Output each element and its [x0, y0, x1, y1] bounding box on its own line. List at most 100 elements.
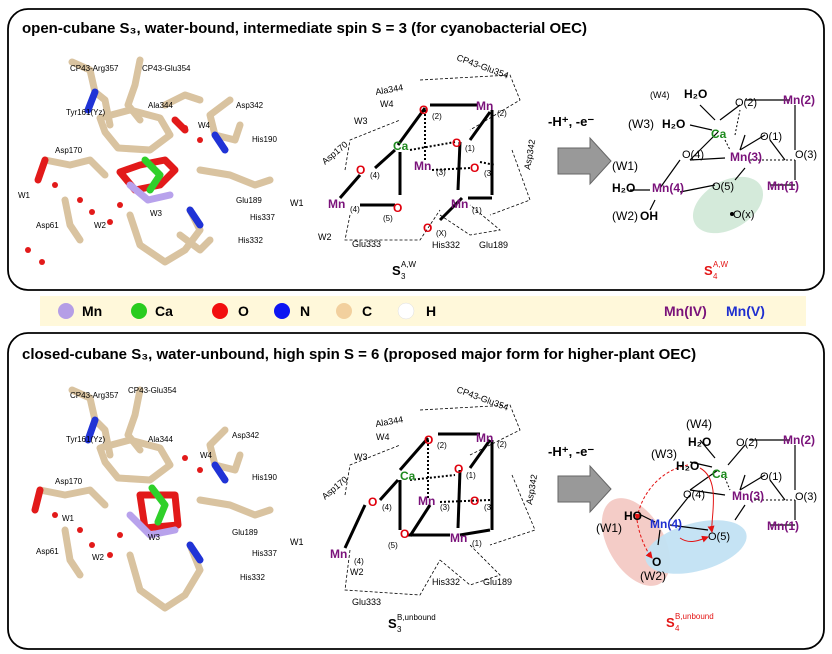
svg-text:O(3): O(3) — [795, 149, 817, 161]
svg-text:O(4): O(4) — [683, 489, 705, 501]
svg-text:Mn(2): Mn(2) — [783, 93, 815, 107]
svg-text:Glu189: Glu189 — [483, 577, 512, 587]
svg-text:His190: His190 — [252, 473, 277, 482]
svg-text:O: O — [423, 221, 432, 235]
svg-text:Glu189: Glu189 — [232, 528, 258, 537]
svg-text:Ca: Ca — [712, 467, 728, 481]
legend-label-h: H — [426, 303, 436, 319]
svg-text:Mn(2): Mn(2) — [783, 433, 815, 447]
legend-label-c: C — [362, 303, 372, 319]
svg-text:-H⁺, -e⁻: -H⁺, -e⁻ — [548, 444, 594, 459]
legend-mn-iv: Mn(IV) — [664, 303, 707, 319]
svg-text:O: O — [356, 163, 365, 177]
svg-text:HO: HO — [624, 509, 642, 523]
legend-label-ca: Ca — [155, 303, 173, 319]
svg-text:O(3): O(3) — [795, 491, 817, 503]
top-structure-labels: CP43-Arg357 CP43-Glu354 Tyr161(Yz) Ala34… — [18, 64, 277, 245]
svg-text:(2): (2) — [437, 441, 447, 450]
bottom-product-schematic: (W4) H₂O (W3) H₂O HO (W1) Mn(4) O (W2) C… — [596, 417, 817, 633]
svg-text:-H⁺, -e⁻: -H⁺, -e⁻ — [548, 114, 594, 129]
svg-text:Ca: Ca — [711, 127, 727, 141]
bottom-structure-labels: CP43-Arg357 CP43-Glu354 Tyr161(Yz) Ala34… — [36, 386, 277, 582]
svg-text:(4): (4) — [350, 205, 360, 214]
svg-text:H₂O: H₂O — [612, 181, 635, 195]
svg-text:O(5): O(5) — [712, 181, 734, 193]
legend-swatch-c — [336, 303, 352, 319]
legend-swatch-n — [274, 303, 290, 319]
legend-mn-v: Mn(V) — [726, 303, 765, 319]
svg-text:O: O — [470, 161, 479, 175]
svg-text:His332: His332 — [432, 240, 460, 250]
svg-text:Mn(1): Mn(1) — [767, 519, 799, 533]
svg-text:CP43-Arg357: CP43-Arg357 — [70, 391, 119, 400]
bottom-panel-title: closed-cubane S₃, water-unbound, high sp… — [22, 346, 696, 363]
svg-text:CP43-Glu354: CP43-Glu354 — [128, 386, 177, 395]
top-s4-label: S — [704, 263, 713, 278]
svg-text:(5): (5) — [388, 541, 398, 550]
legend-label-n: N — [300, 303, 310, 319]
svg-text:B,unbound: B,unbound — [397, 613, 436, 622]
top-panel: open-cubane S₃, water-bound, intermediat… — [7, 8, 825, 291]
svg-text:O(4): O(4) — [682, 149, 704, 161]
svg-text:(W2): (W2) — [612, 209, 638, 223]
svg-text:Mn: Mn — [328, 197, 345, 211]
svg-text:O: O — [368, 495, 377, 509]
bottom-s4-label: S — [666, 615, 675, 630]
svg-text:W1: W1 — [62, 514, 75, 523]
svg-text:4: 4 — [713, 272, 718, 281]
svg-text:A,W: A,W — [401, 260, 417, 269]
svg-text:W3: W3 — [150, 209, 163, 218]
svg-text:His337: His337 — [250, 213, 275, 222]
svg-text:Mn(4): Mn(4) — [652, 181, 684, 195]
svg-text:W3: W3 — [354, 116, 368, 126]
svg-text:O(1): O(1) — [760, 131, 782, 143]
svg-text:His337: His337 — [252, 549, 277, 558]
svg-text:Glu333: Glu333 — [352, 239, 381, 249]
svg-text:Glu189: Glu189 — [236, 196, 262, 205]
svg-text:Mn(3): Mn(3) — [730, 150, 762, 164]
bottom-s3-label: S — [388, 616, 397, 631]
svg-text:O: O — [454, 462, 463, 476]
svg-text:Ala344: Ala344 — [375, 414, 404, 429]
svg-text:Asp61: Asp61 — [36, 547, 59, 556]
svg-text:CP43-Arg357: CP43-Arg357 — [70, 64, 119, 73]
svg-text:W4: W4 — [380, 99, 394, 109]
svg-text:Tyr161(Yz): Tyr161(Yz) — [66, 108, 105, 117]
svg-text:(1): (1) — [472, 206, 482, 215]
svg-text:W1: W1 — [290, 198, 304, 208]
svg-text:(W3): (W3) — [628, 117, 654, 131]
svg-text:Mn: Mn — [476, 99, 493, 113]
svg-text:A,W: A,W — [713, 260, 729, 269]
svg-text:B,unbound: B,unbound — [675, 612, 714, 621]
svg-text:(4): (4) — [354, 557, 364, 566]
svg-text:(W4): (W4) — [686, 417, 712, 431]
svg-text:(1): (1) — [466, 471, 476, 480]
bottom-water-dots — [52, 455, 203, 558]
svg-text:(2): (2) — [432, 112, 442, 121]
svg-text:W1: W1 — [18, 191, 31, 200]
svg-text:O: O — [470, 494, 479, 508]
svg-text:W4: W4 — [376, 432, 390, 442]
svg-text:Mn(3): Mn(3) — [732, 489, 764, 503]
svg-text:(W3): (W3) — [651, 447, 677, 461]
bottom-transition-arrow: -H⁺, -e⁻ — [548, 444, 612, 514]
svg-text:(4): (4) — [382, 503, 392, 512]
svg-text:Asp170: Asp170 — [55, 146, 83, 155]
svg-text:Glu333: Glu333 — [352, 597, 381, 607]
svg-text:W2: W2 — [318, 232, 332, 242]
svg-text:Ala344: Ala344 — [148, 101, 173, 110]
svg-text:O(2): O(2) — [735, 97, 757, 109]
svg-text:O: O — [424, 433, 433, 447]
svg-text:W3: W3 — [354, 452, 368, 462]
top-panel-title: open-cubane S₃, water-bound, intermediat… — [22, 20, 587, 37]
svg-text:W4: W4 — [198, 121, 211, 130]
legend-label-o: O — [238, 303, 249, 319]
svg-text:O: O — [400, 527, 409, 541]
svg-text:3: 3 — [397, 625, 402, 634]
svg-text:Mn(4): Mn(4) — [650, 517, 682, 531]
svg-text:H₂O: H₂O — [688, 435, 711, 449]
top-transition-arrow: -H⁺, -e⁻ — [548, 114, 612, 186]
svg-text:Ala344: Ala344 — [148, 435, 173, 444]
svg-text:(X): (X) — [436, 229, 447, 238]
svg-text:4: 4 — [675, 624, 680, 633]
